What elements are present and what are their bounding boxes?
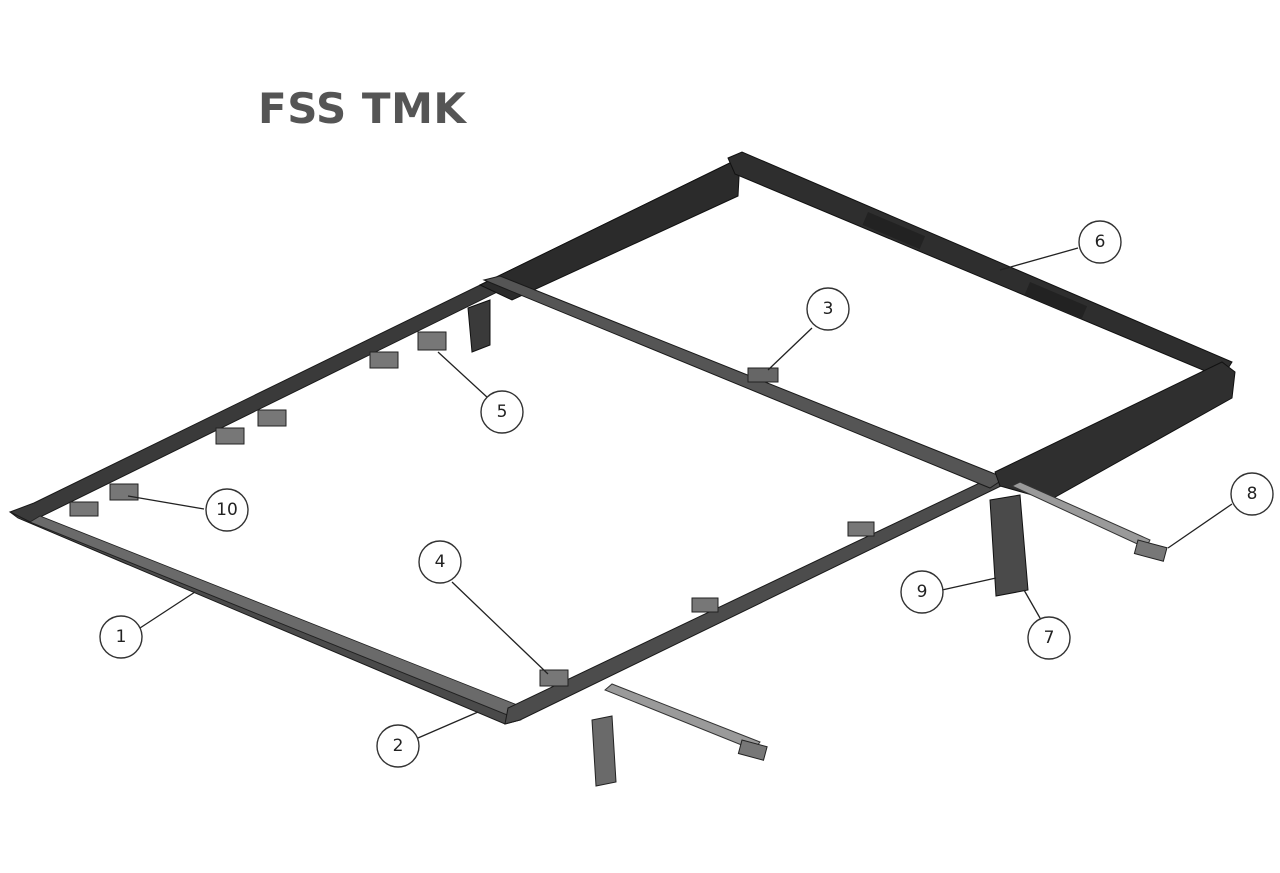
back-left-rail-face [478, 157, 741, 301]
callout-1: 1 [99, 615, 143, 659]
bracket [539, 669, 569, 687]
loose-leg [591, 715, 617, 787]
callout-label: 10 [216, 500, 238, 520]
callout-3: 3 [806, 287, 850, 331]
clamp [417, 331, 447, 351]
diagram-title: FSS TMK [258, 84, 467, 133]
loose-strut [604, 683, 761, 751]
callout-label: 8 [1247, 484, 1258, 504]
callout-4: 4 [418, 540, 462, 584]
leg-assembly [989, 494, 1029, 597]
leader-9 [941, 577, 997, 591]
frame-assembly [8, 151, 1236, 787]
callout-9: 9 [900, 570, 944, 614]
clamp [69, 501, 99, 517]
callout-5: 5 [480, 390, 524, 434]
leader-8 [1167, 503, 1233, 549]
leader-2 [417, 711, 479, 739]
loose-strut-foot [737, 739, 768, 761]
rear-rail [727, 151, 1233, 379]
mid-post [467, 299, 491, 353]
leader-7 [1023, 589, 1041, 619]
callout-2: 2 [376, 724, 420, 768]
leader-6 [999, 247, 1079, 271]
callout-label: 2 [393, 736, 404, 756]
callout-7: 7 [1027, 616, 1071, 660]
strut-foot [1133, 539, 1168, 562]
clamp [215, 427, 245, 445]
callout-label: 4 [435, 552, 446, 572]
bracket [747, 367, 779, 383]
callout-label: 5 [497, 402, 508, 422]
callout-8: 8 [1230, 472, 1274, 516]
rear-rail-bracket [862, 212, 926, 250]
clamp [257, 409, 287, 427]
clamp [369, 351, 399, 369]
callout-10: 10 [205, 488, 249, 532]
leader-4 [451, 581, 549, 675]
leader-10 [127, 495, 205, 510]
callout-6: 6 [1078, 220, 1122, 264]
callout-label: 7 [1044, 628, 1055, 648]
callout-label: 9 [917, 582, 928, 602]
bracket [691, 597, 719, 613]
leader-1 [139, 591, 196, 629]
rear-rail-bracket [1024, 282, 1088, 320]
leader-5 [437, 351, 489, 399]
bracket [847, 521, 875, 537]
callout-label: 6 [1095, 232, 1106, 252]
callout-label: 3 [823, 299, 834, 319]
middle-cross-rail [482, 275, 1007, 489]
right-side-rail [994, 361, 1236, 501]
leader-3 [767, 327, 813, 371]
callout-label: 1 [116, 627, 127, 647]
leader-lines [127, 247, 1233, 739]
support-strut [1010, 481, 1151, 549]
